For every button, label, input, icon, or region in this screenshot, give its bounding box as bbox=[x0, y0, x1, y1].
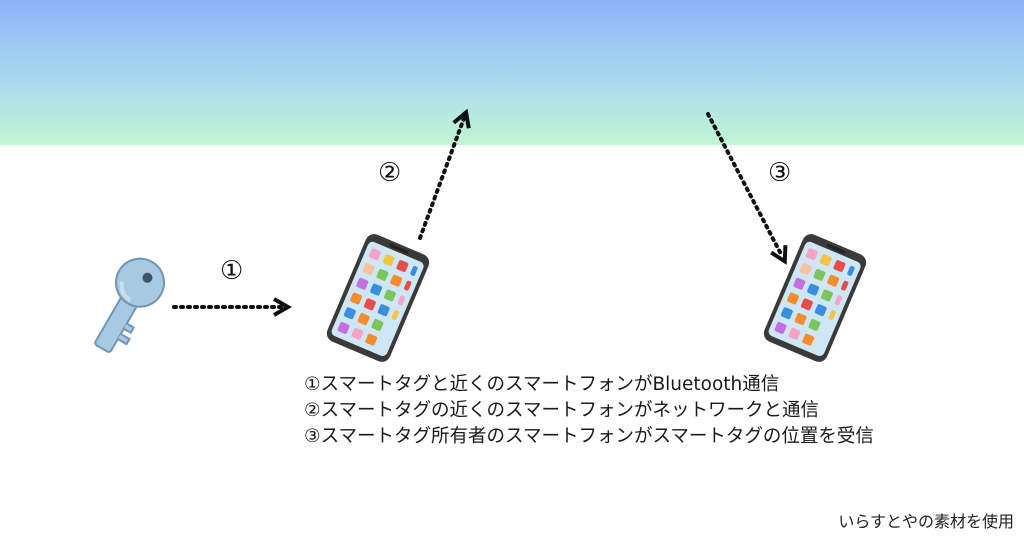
arrow-3 bbox=[706, 112, 788, 265]
step-captions: ①スマートタグと近くのスマートフォンがBluetooth通信 ②スマートタグの近… bbox=[304, 372, 874, 450]
key-icon bbox=[94, 257, 165, 353]
step-3-caption: ③スマートタグ所有者のスマートフォンがスマートタグの位置を受信 bbox=[304, 426, 874, 447]
smartphone-icon bbox=[763, 234, 867, 362]
step-2-caption: ②スマートタグの近くのスマートフォンがネットワークと通信 bbox=[304, 400, 819, 421]
step-1-marker: ① bbox=[220, 256, 244, 286]
step-3-marker: ③ bbox=[768, 158, 792, 188]
arrow-2 bbox=[418, 108, 471, 240]
network-sky-area bbox=[0, 0, 1024, 145]
step-1-caption: ①スマートタグと近くのスマートフォンがBluetooth通信 bbox=[304, 374, 780, 395]
smartphone-icon bbox=[326, 234, 430, 362]
step-2-marker: ② bbox=[378, 158, 402, 188]
image-credit: いらすとやの素材を使用 bbox=[838, 512, 1014, 531]
